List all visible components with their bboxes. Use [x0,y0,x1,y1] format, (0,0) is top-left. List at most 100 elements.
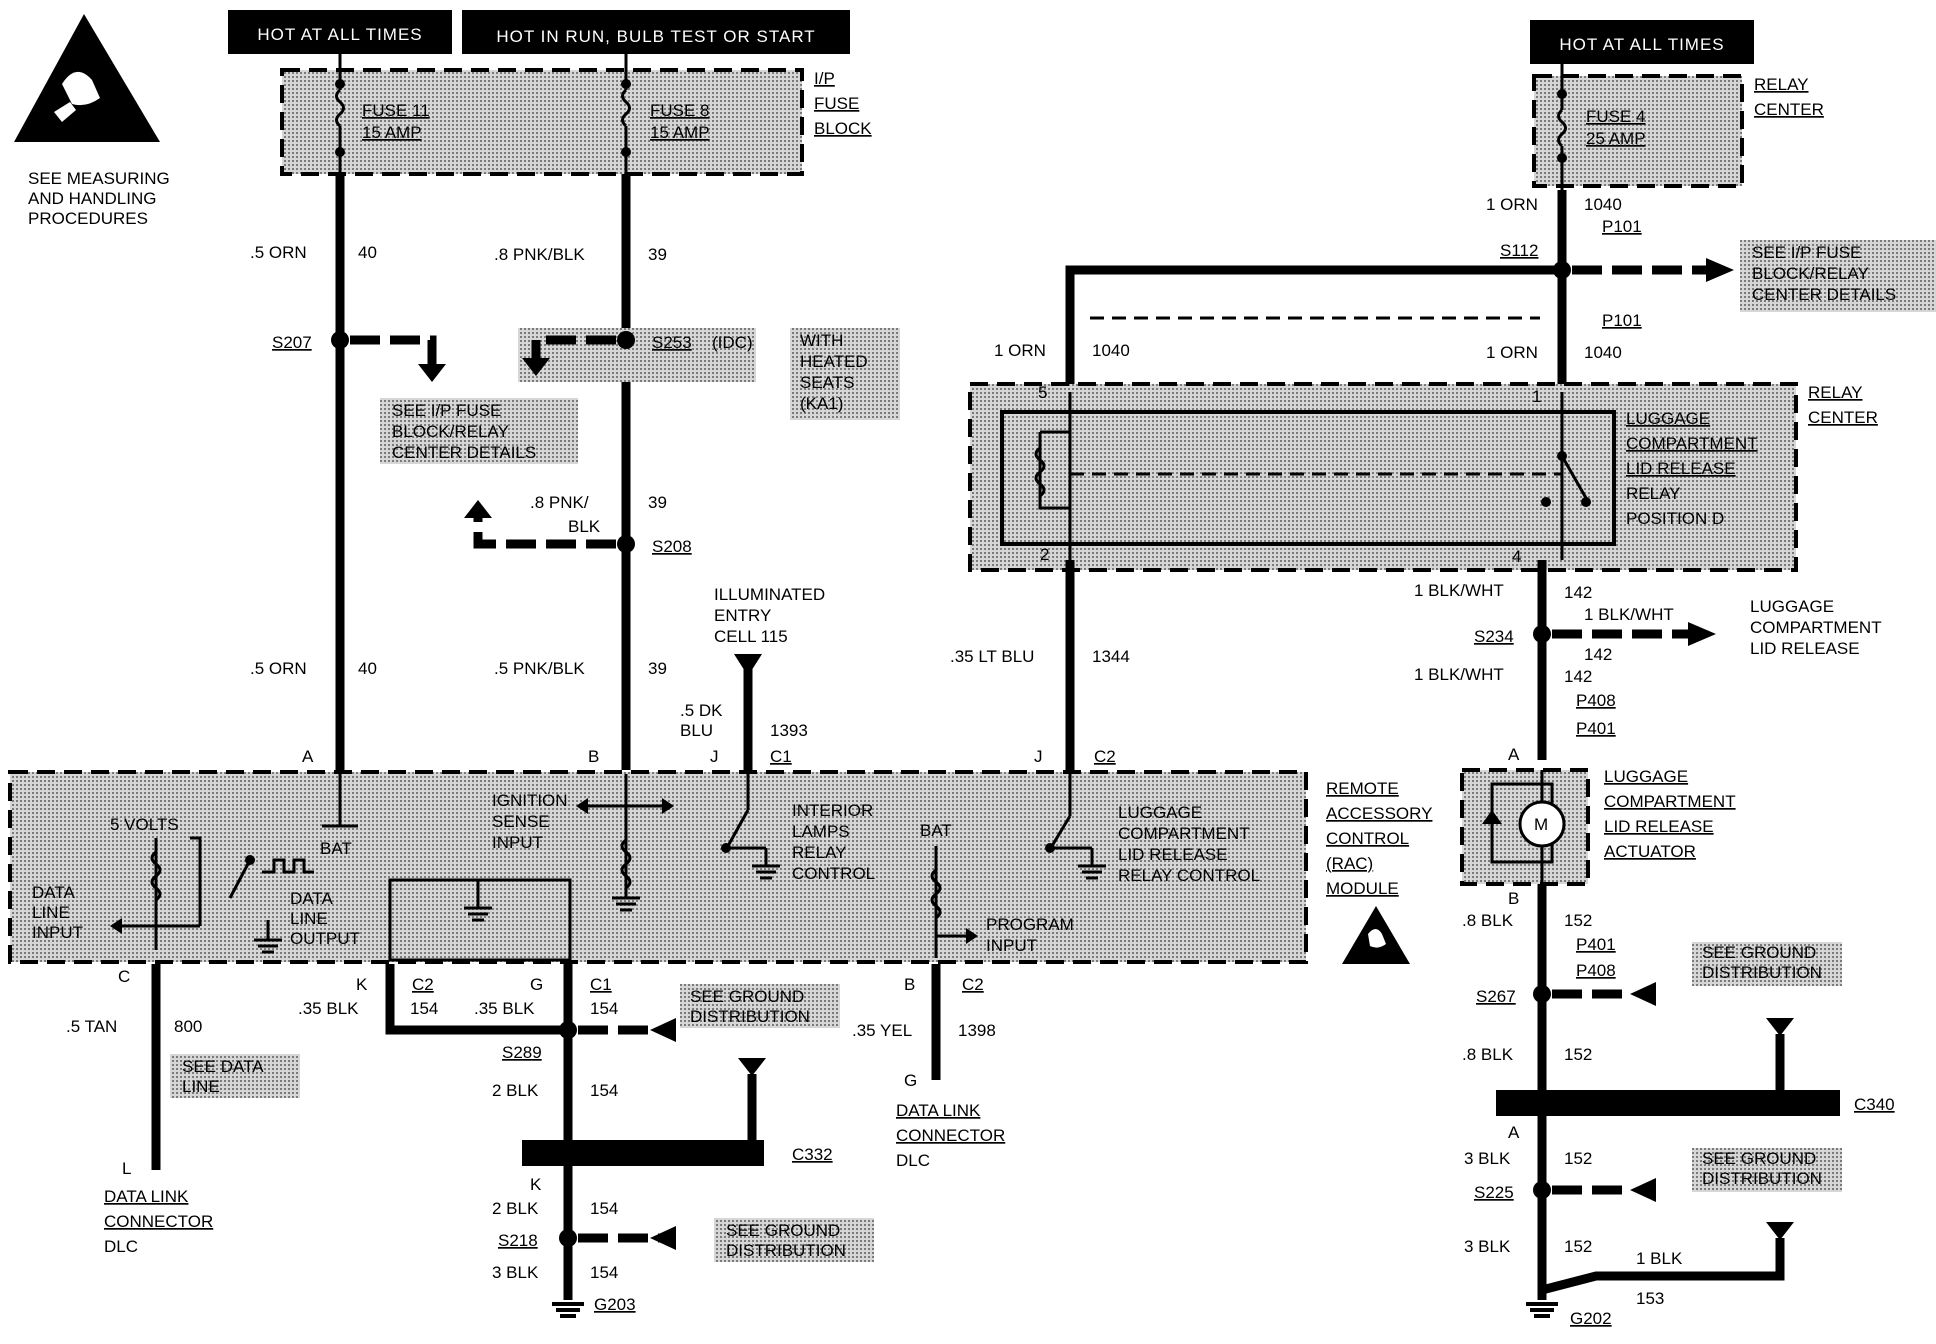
fuse4-label: FUSE 4 [1586,107,1646,126]
svg-text:1398: 1398 [958,1021,996,1040]
wire-153: 1 BLK [1636,1249,1683,1268]
conn-c340: C340 [1854,1095,1895,1114]
svg-text:A: A [302,747,314,766]
svg-text:5 VOLTS: 5 VOLTS [110,815,179,834]
svg-text:J: J [1034,747,1043,766]
ground-g203: G203 [594,1295,636,1314]
svg-text:1: 1 [1532,387,1541,406]
svg-text:HOT AT ALL TIMES: HOT AT ALL TIMES [1559,35,1724,54]
wire-39-a: .8 PNK/BLK [494,245,585,264]
conn-p101-top: P101 [1602,217,1642,236]
wire-39-b: .8 PNK/ [530,493,589,512]
wire-154-g: .35 BLK [474,999,535,1018]
svg-text:152: 152 [1564,1045,1592,1064]
svg-text:154: 154 [590,1081,618,1100]
svg-text:C: C [118,967,130,986]
svg-text:154: 154 [590,1199,618,1218]
wire-142-b: 1 BLK/WHT [1414,665,1504,684]
svg-text:B: B [588,747,599,766]
svg-text:4: 4 [1512,547,1521,566]
svg-text:A: A [1508,1123,1520,1142]
svg-text:C1: C1 [590,975,612,994]
svg-text:C1: C1 [770,747,792,766]
header-hot-in-run: HOT IN RUN, BULB TEST OR START [462,10,850,54]
conn-p408-top: P408 [1576,691,1616,710]
header-hot-all-times-right: HOT AT ALL TIMES [1530,20,1754,64]
svg-text:39: 39 [648,245,667,264]
splice-s289: S289 [502,1043,542,1062]
conn-p401-top: P401 [1576,719,1616,738]
svg-text:40: 40 [358,243,377,262]
splice-s218: S218 [498,1231,538,1250]
svg-text:800: 800 [174,1017,202,1036]
svg-text:BLK: BLK [568,517,601,536]
svg-text:2: 2 [1040,545,1049,564]
conn-p401-bottom: P401 [1576,935,1616,954]
splice-s267: S267 [1476,987,1516,1006]
lid-release-actuator: M A B [1460,745,1590,908]
svg-text:1344: 1344 [1092,647,1130,666]
svg-text:1040: 1040 [1584,195,1622,214]
svg-text:K: K [356,975,368,994]
header-hot-all-times-left: HOT AT ALL TIMES [228,10,452,54]
conn-p101-mid: P101 [1602,311,1642,330]
svg-text:HOT AT ALL TIMES: HOT AT ALL TIMES [257,25,422,44]
svg-text:154: 154 [590,999,618,1018]
ground-g202: G202 [1570,1309,1612,1328]
wire-40-b: .5 ORN [250,659,307,678]
svg-text:HOT IN RUN, BULB TEST OR START: HOT IN RUN, BULB TEST OR START [496,27,815,46]
svg-text:FUSE 425 AMP: FUSE 425 AMP [1586,107,1646,148]
svg-text:G: G [904,1071,917,1090]
svg-text:154: 154 [410,999,438,1018]
wire-154-4: 3 BLK [492,1263,539,1282]
esd-warning-icon [14,14,160,142]
svg-text:FUSE 815 AMP: FUSE 815 AMP [650,101,710,142]
svg-text:A: A [1508,745,1520,764]
wire-142-a: 1 BLK/WHT [1414,581,1504,600]
svg-text:M: M [1534,815,1548,834]
svg-text:1040: 1040 [1584,343,1622,362]
fuse11-label: FUSE 11 [362,101,430,120]
svg-text:K: K [530,1175,542,1194]
wire-152-c: 3 BLK [1464,1149,1511,1168]
esd-small-icon [1342,906,1410,964]
svg-text:1040: 1040 [1092,341,1130,360]
svg-text:152: 152 [1564,911,1592,930]
svg-text:G: G [530,975,543,994]
splice-s207: S207 [272,333,312,352]
wire-152-b: .8 BLK [1462,1045,1514,1064]
svg-text:J: J [710,747,719,766]
svg-text:40: 40 [358,659,377,678]
svg-text:152: 152 [1564,1237,1592,1256]
wire-142-branch: 1 BLK/WHT [1584,605,1674,624]
fuse8-label: FUSE 8 [650,101,710,120]
splice-s112: S112 [1500,241,1538,260]
svg-text:39: 39 [648,493,667,512]
wire-39-c: .5 PNK/BLK [494,659,585,678]
svg-text:C2: C2 [962,975,984,994]
wire-1040-left: 1 ORN [994,341,1046,360]
wire-800: .5 TAN [66,1017,117,1036]
splice-s253: S253 [652,333,692,352]
svg-text:(IDC): (IDC) [712,333,753,352]
